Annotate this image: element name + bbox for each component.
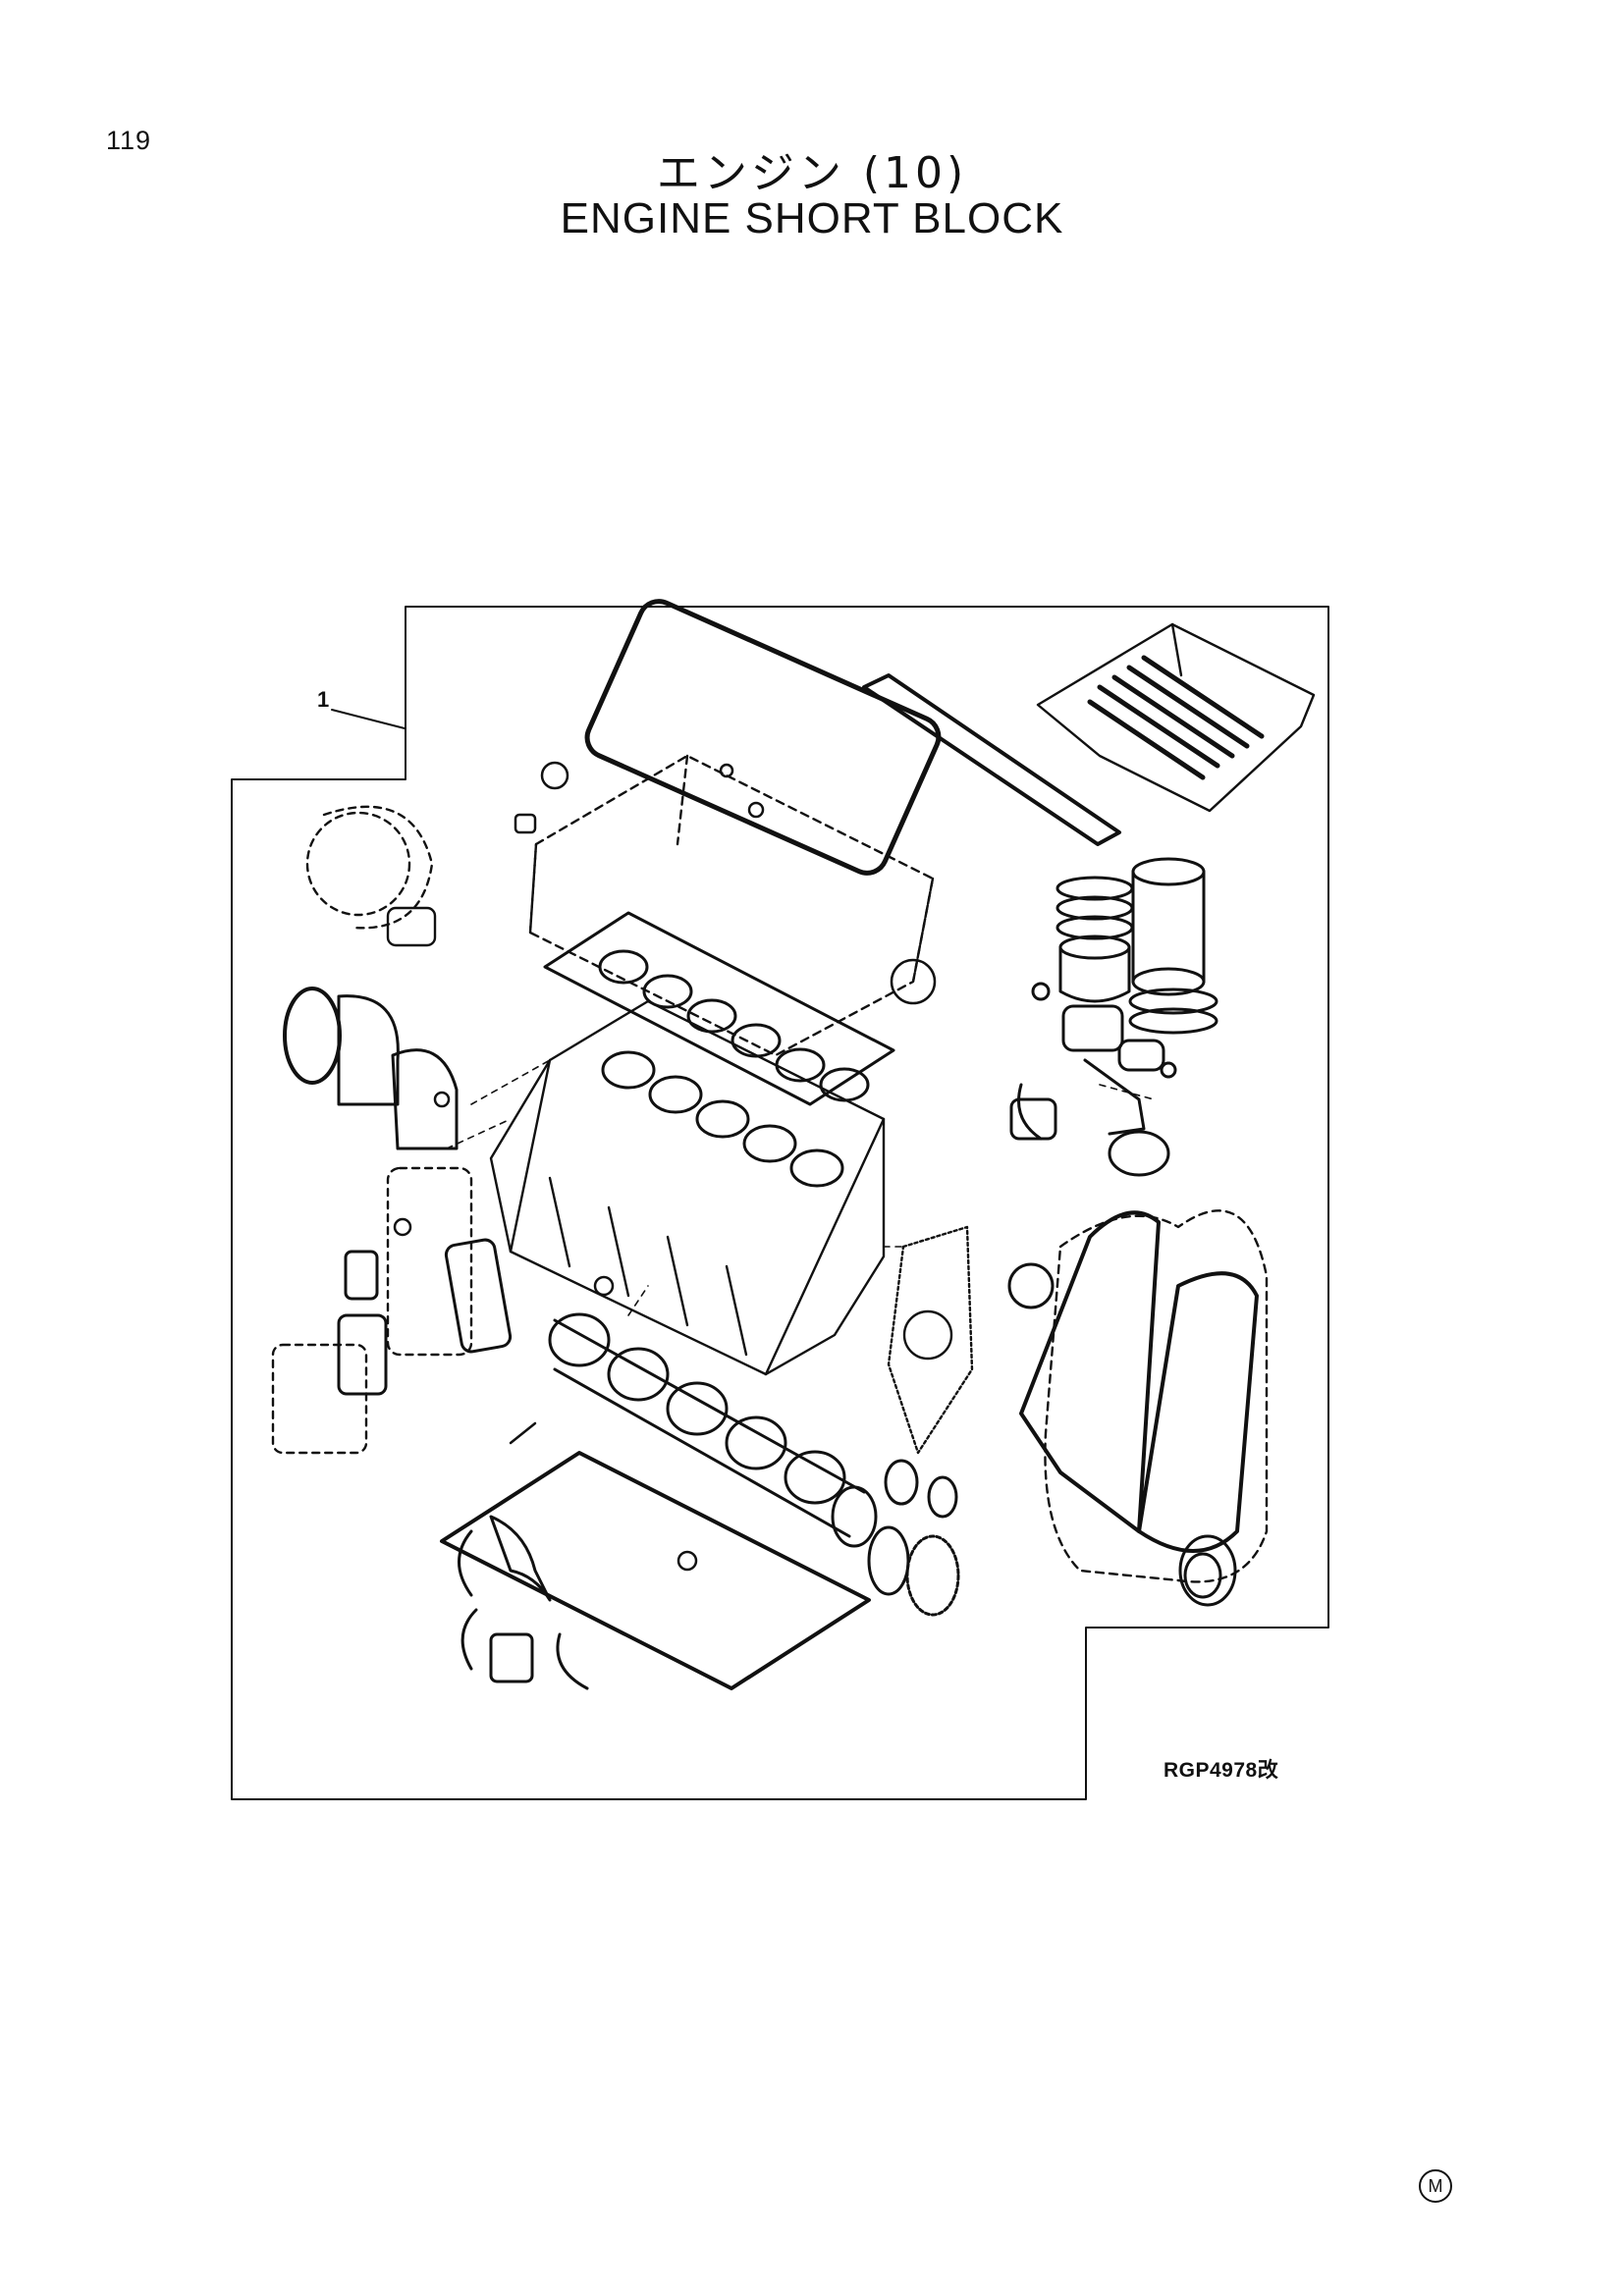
figure-code: RGP4978改 [1164,1759,1279,1782]
crank-gear [867,1459,960,1617]
oil-cooler [271,1166,473,1455]
connecting-rod [1009,1058,1170,1177]
head-bolts-box [1036,622,1316,813]
cylinder-liner [1128,857,1218,1035]
side-cover-gasket [862,673,1121,846]
callout-leader [331,709,406,729]
gear-cover-gasket [1019,1210,1259,1553]
callout-number: 1 [317,687,330,712]
cylinder-head [528,754,935,1057]
rocker-cover-gasket [584,599,942,876]
oil-pan-gasket [440,1451,871,1690]
gear-cover-seal [1007,1262,1237,1607]
small-fittings [393,761,937,1572]
page-title-japanese: エンジン (10) [656,148,968,198]
assembly-leaders [446,1059,1155,1316]
cylinder-block [489,999,886,1376]
manual-mark: M [1419,2169,1452,2203]
kit-boundary [231,606,1329,1800]
piston-pin [1031,982,1177,1079]
head-gasket [543,911,895,1106]
page-title: ENGINE SHORT BLOCK [560,194,1064,242]
turbocharger [305,805,437,947]
crankshaft [548,1312,878,1548]
piston-assembly [1056,876,1134,1003]
oil-cooler-gaskets [337,1238,513,1396]
rear-seal-group [283,987,459,1150]
front-cover-gasket [887,1225,974,1455]
manual-mark-letter: M [1428,2176,1443,2196]
main-bearings [458,1515,589,1690]
page-number: 119 [106,126,152,155]
